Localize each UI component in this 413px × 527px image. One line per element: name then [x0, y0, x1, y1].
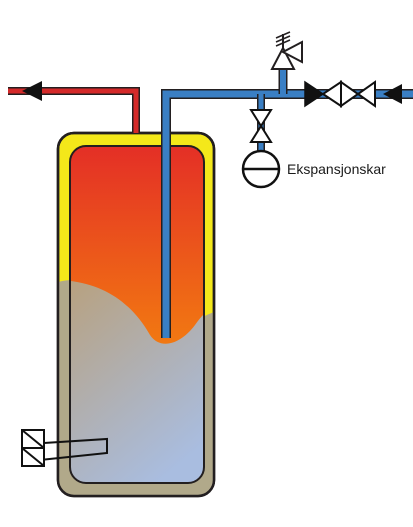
check-valve-icon — [304, 80, 342, 108]
flow-arrow-icon — [22, 81, 42, 101]
tank-inner-wall — [69, 145, 205, 484]
expansion-tank-label: Ekspansjonskar — [287, 161, 386, 177]
hot-water-outlet-pipe — [8, 81, 140, 133]
expansion-tank-icon — [241, 149, 281, 189]
cold-water-zone — [70, 280, 204, 483]
safety-valve-icon — [270, 31, 303, 70]
shutoff-valve-icon — [340, 80, 376, 108]
flow-arrow-icon — [383, 84, 402, 104]
storage-tank — [56, 131, 216, 498]
heating-element-icon — [21, 429, 108, 467]
shutoff-valve-icon — [249, 109, 273, 143]
